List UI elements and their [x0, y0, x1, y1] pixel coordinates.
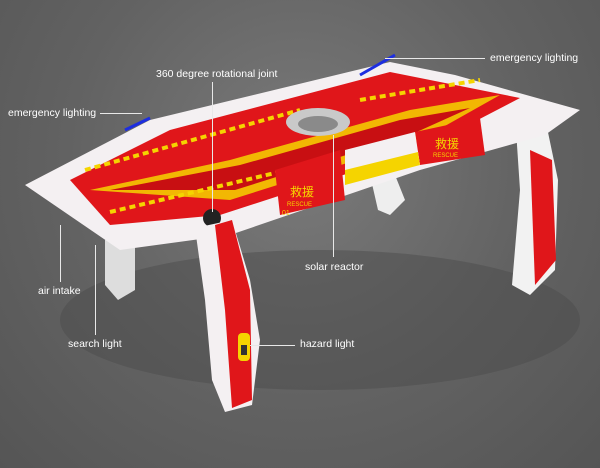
label-air-intake: air intake	[38, 285, 81, 297]
label-solar-reactor: solar reactor	[305, 261, 364, 273]
leader-line-air-intake	[60, 225, 61, 282]
emergency-light-left	[124, 116, 151, 132]
label-rotational-joint: 360 degree rotational joint	[156, 68, 278, 80]
rescue-panel-right	[415, 118, 485, 165]
label-search-light: search light	[68, 338, 122, 350]
rescue-panel-front	[275, 150, 345, 215]
marking-rescue-right: RESCUE	[433, 153, 458, 159]
label-emergency-lighting-left: emergency lighting	[8, 107, 97, 119]
leader-line-rotational-joint	[212, 82, 213, 212]
marking-rescue-front: RESCUE	[287, 202, 312, 208]
rotational-joint	[203, 209, 221, 227]
leader-line-emergency-right	[385, 58, 485, 59]
back-leg-left	[105, 240, 135, 300]
leader-line-hazard-light	[250, 345, 295, 346]
leader-line-search-light	[95, 245, 96, 335]
back-leg-center	[370, 175, 405, 215]
marking-unit-number: 01	[282, 210, 290, 217]
leader-line-solar-reactor	[333, 135, 334, 257]
label-hazard-light: hazard light	[300, 338, 355, 350]
marking-chinese-front: 救援	[290, 184, 314, 199]
marking-chinese-right: 救援	[435, 136, 459, 151]
label-emergency-lighting-right: emergency lighting	[490, 52, 579, 64]
leader-line-emergency-left	[100, 113, 142, 114]
